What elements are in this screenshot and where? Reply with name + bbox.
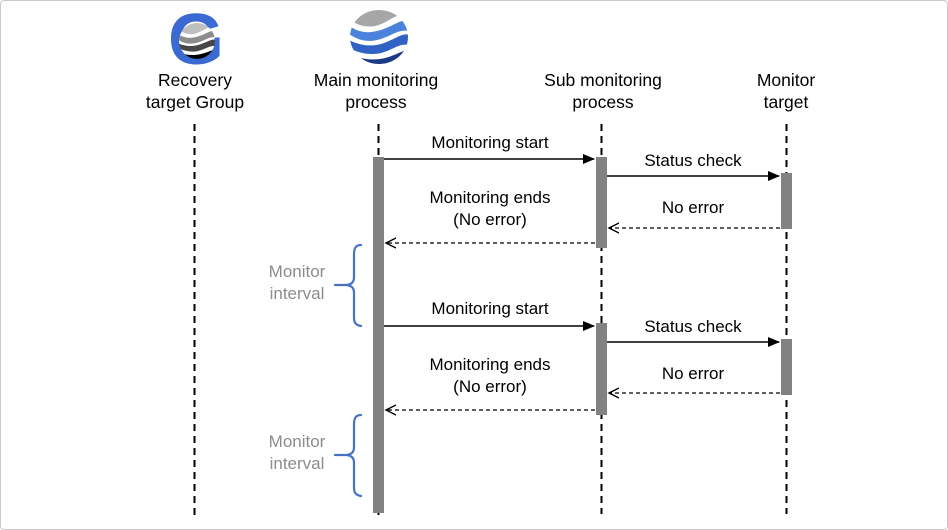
wave-sphere-logo-icon (350, 10, 408, 64)
message-label-no-error-1: No error (661, 198, 725, 217)
activation-bar-sub-process-2 (596, 323, 607, 415)
activation-bar-main-process (373, 157, 384, 513)
interval-brace-1 (333, 243, 363, 328)
recovery-group-logo-icon: G (168, 1, 224, 80)
actor-label-recovery-target-group: Recovery target Group (145, 70, 245, 112)
interval-annotation-2: Monitor interval (268, 432, 326, 473)
message-label-no-error-2: No error (661, 364, 725, 383)
actor-label-monitor-target: Monitor target (756, 70, 816, 112)
message-label-status-check-1: Status check (644, 151, 742, 170)
message-label-monitoring-ends-2: Monitoring ends (No error) (429, 355, 551, 396)
interval-brace-2 (333, 413, 363, 498)
activation-bar-sub-process-1 (596, 157, 607, 248)
message-label-monitoring-ends-1: Monitoring ends (No error) (429, 188, 551, 229)
message-label-monitoring-start-2: Monitoring start (431, 299, 549, 318)
interval-annotation-1: Monitor interval (268, 262, 326, 303)
actor-label-main-monitoring-process: Main monitoring process (313, 70, 439, 112)
message-label-monitoring-start-1: Monitoring start (431, 133, 549, 152)
message-label-status-check-2: Status check (644, 317, 742, 336)
actor-label-sub-monitoring-process: Sub monitoring process (544, 70, 662, 112)
activation-bar-monitor-target-2 (781, 339, 792, 395)
activation-bar-monitor-target-1 (781, 173, 792, 229)
